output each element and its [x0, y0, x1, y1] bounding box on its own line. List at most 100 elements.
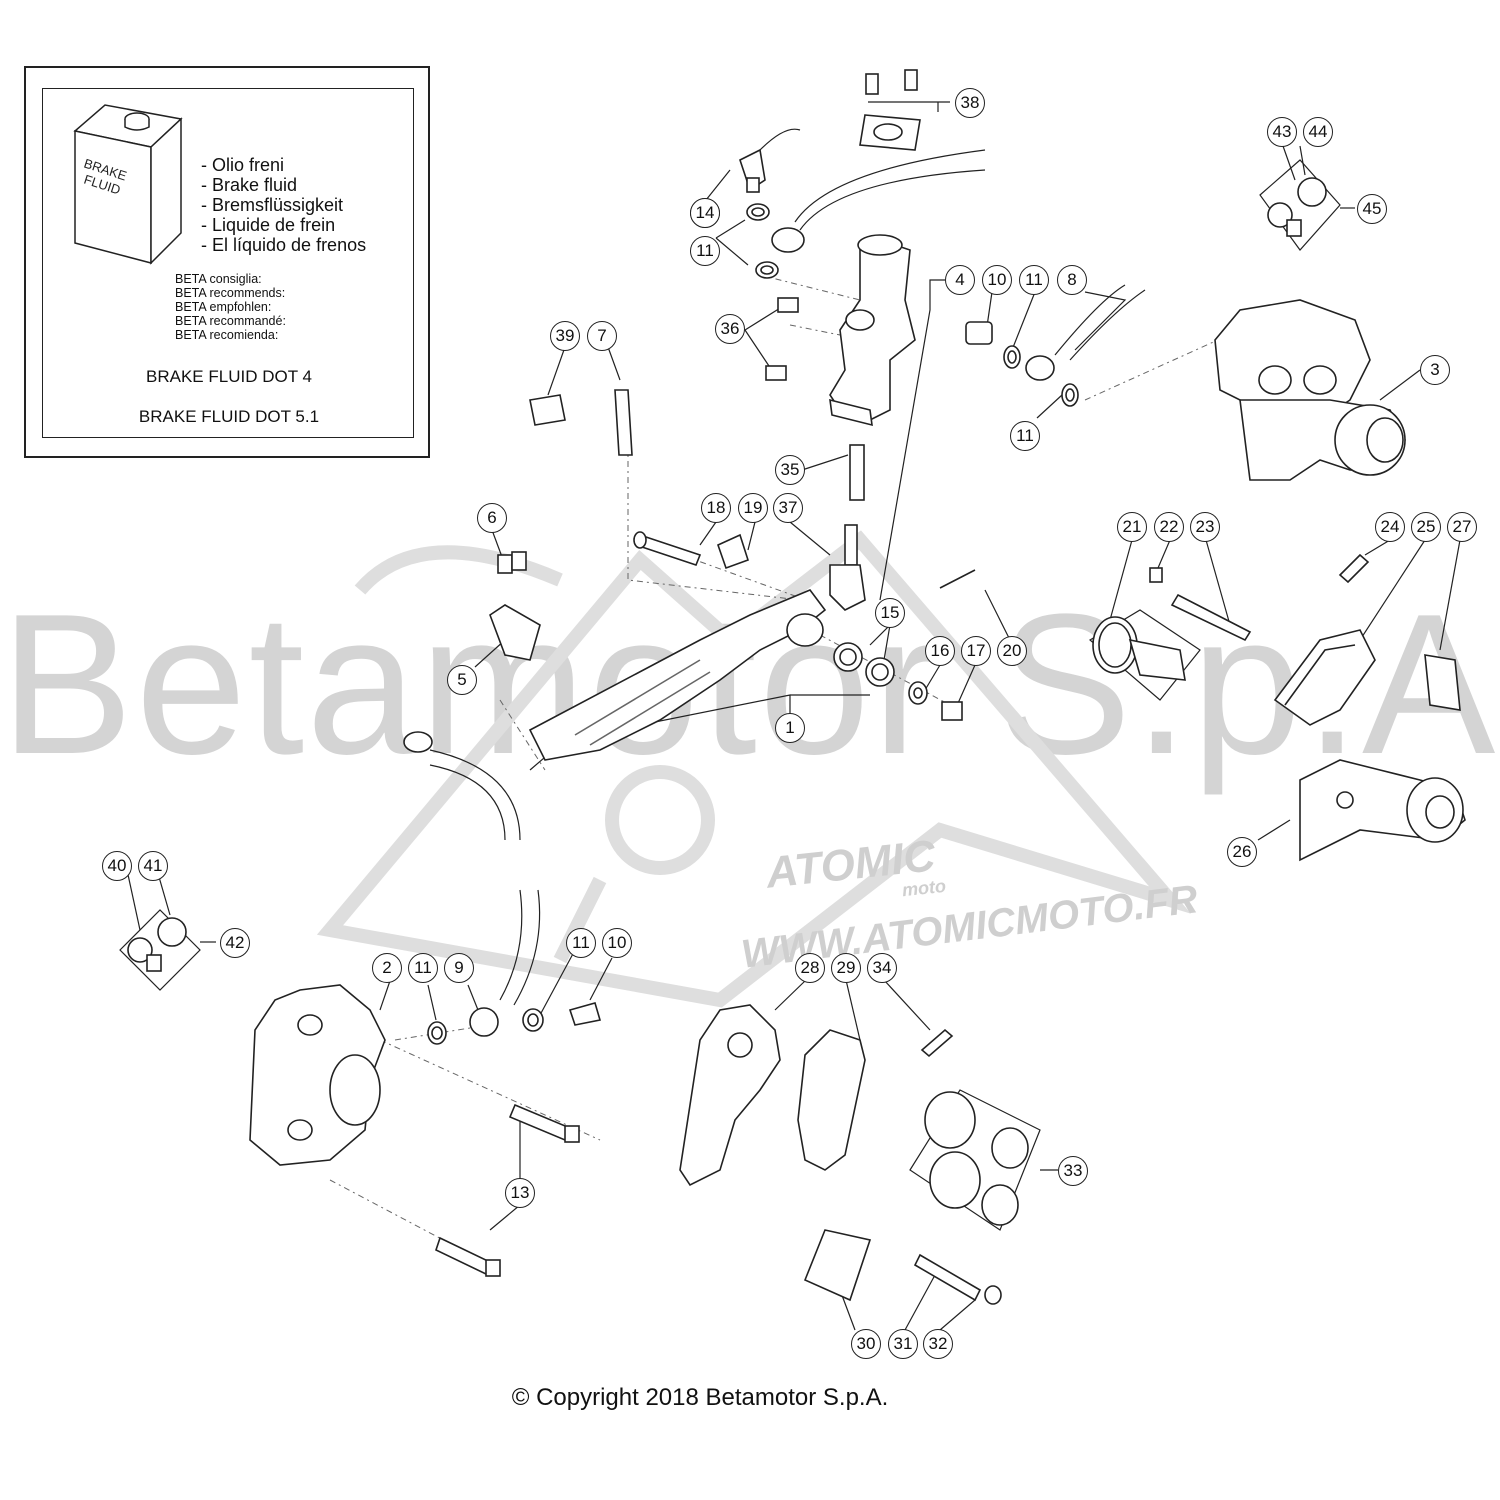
callout-39: 39 — [550, 321, 580, 351]
callout-4: 4 — [945, 265, 975, 295]
spring-27 — [1424, 654, 1461, 711]
callout-30: 30 — [851, 1329, 881, 1359]
callout-11-b: 11 — [1019, 265, 1049, 295]
caliper-half-28 — [679, 1004, 781, 1187]
rod-35 — [849, 444, 865, 501]
pads-25 — [1273, 629, 1376, 726]
callout-16: 16 — [925, 636, 955, 666]
cap-10-front — [568, 1002, 602, 1026]
callout-8: 8 — [1057, 265, 1087, 295]
fluid-line-fr: - Liquide de frein — [201, 215, 336, 235]
pin-31 — [913, 1253, 982, 1302]
callout-2: 2 — [372, 953, 402, 983]
plug-32 — [984, 1285, 1002, 1305]
brake-hoses — [429, 149, 1146, 1006]
spring-7 — [614, 389, 633, 456]
callout-31: 31 — [888, 1329, 918, 1359]
callout-14: 14 — [690, 198, 720, 228]
callout-15: 15 — [875, 598, 905, 628]
callout-23: 23 — [1190, 512, 1220, 542]
callout-3: 3 — [1420, 355, 1450, 385]
pedal-tip-5 — [489, 604, 541, 661]
cap-screws-38 — [859, 69, 921, 151]
assembly-lines — [329, 274, 1241, 1271]
callout-1: 1 — [775, 713, 805, 743]
bleeder-24 — [1338, 553, 1370, 584]
callout-11-e: 11 — [566, 928, 596, 958]
bleeder-kit-42 — [127, 917, 187, 972]
copyright: © Copyright 2018 Betamotor S.p.A. — [511, 1384, 889, 1411]
bolts-13 — [435, 1103, 580, 1277]
pin-18 — [633, 531, 702, 566]
cotter-20 — [939, 569, 976, 589]
callout-35: 35 — [775, 455, 805, 485]
callout-18: 18 — [701, 493, 731, 523]
bearings-15 — [833, 642, 895, 687]
brake-pedal — [528, 589, 827, 761]
callout-36: 36 — [715, 314, 745, 344]
callout-27: 27 — [1447, 512, 1477, 542]
pistons-33 — [924, 1091, 1029, 1226]
callout-24: 24 — [1375, 512, 1405, 542]
bushing-39 — [529, 394, 566, 426]
front-caliper — [249, 984, 386, 1166]
callout-41: 41 — [138, 851, 168, 881]
callout-25: 25 — [1411, 512, 1441, 542]
callout-10-front: 10 — [602, 928, 632, 958]
callout-28: 28 — [795, 953, 825, 983]
recommend-fr: BETA recommandé: — [175, 314, 286, 328]
callout-13: 13 — [505, 1178, 535, 1208]
callout-32: 32 — [923, 1329, 953, 1359]
callout-45: 45 — [1357, 194, 1387, 224]
screws-36 — [765, 297, 799, 381]
callout-44: 44 — [1303, 117, 1333, 147]
recommend-es: BETA recomienda: — [175, 328, 279, 342]
piston-kit — [1092, 567, 1252, 681]
callout-11-a: 11 — [690, 236, 720, 266]
brake-fluid-can-icon: BRAKE FLUID — [73, 104, 183, 265]
dot51-label: BRAKE FLUID DOT 5.1 — [138, 407, 320, 426]
fluid-line-it: - Olio freni — [201, 155, 285, 175]
master-cylinder — [829, 234, 916, 427]
callout-26: 26 — [1227, 837, 1257, 867]
pressure-switch-14 — [739, 128, 801, 193]
callout-21: 21 — [1117, 512, 1147, 542]
fluid-line-de: - Bremsflüssigkeit — [201, 195, 344, 215]
rod-37 — [829, 524, 866, 611]
callout-10-rear: 10 — [982, 265, 1012, 295]
callout-34: 34 — [867, 953, 897, 983]
rear-caliper — [1214, 299, 1406, 481]
legend-inner-frame: BRAKE FLUID - Olio freni - Brake fluid -… — [42, 88, 414, 438]
dot4-label: BRAKE FLUID DOT 4 — [146, 367, 312, 386]
bleeder-kit-45 — [1267, 177, 1327, 237]
callout-9: 9 — [444, 953, 474, 983]
callout-11-d: 11 — [408, 953, 438, 983]
callout-38: 38 — [955, 88, 985, 118]
nut-17 — [941, 701, 963, 721]
fluid-names: - Olio freni - Brake fluid - Bremsflüssi… — [201, 155, 366, 255]
watermark-company: Betamotor S.p.A. — [0, 573, 1500, 796]
callout-7: 7 — [587, 321, 617, 351]
cap-10-top — [965, 321, 993, 345]
washers — [403, 203, 1079, 1045]
caliper-bracket — [1299, 759, 1466, 862]
callout-33: 33 — [1058, 1156, 1088, 1186]
clip-19 — [717, 533, 749, 570]
callout-37: 37 — [773, 493, 803, 523]
callout-42: 42 — [220, 928, 250, 958]
screws-6 — [497, 551, 527, 574]
callout-22: 22 — [1154, 512, 1184, 542]
callout-17: 17 — [961, 636, 991, 666]
callout-6: 6 — [477, 503, 507, 533]
fluid-line-es: - El líquido de frenos — [201, 235, 367, 255]
callout-43: 43 — [1267, 117, 1297, 147]
callout-11-c: 11 — [1010, 421, 1040, 451]
brake-fluid-legend: BRAKE FLUID - Olio freni - Brake fluid -… — [24, 66, 430, 458]
bleeder-34 — [920, 1028, 954, 1058]
box-40-42 — [119, 909, 201, 991]
spring-30 — [803, 1229, 872, 1302]
recommend-de: BETA empfohlen: — [175, 300, 272, 314]
recommend-en: BETA recommends: — [175, 286, 286, 300]
